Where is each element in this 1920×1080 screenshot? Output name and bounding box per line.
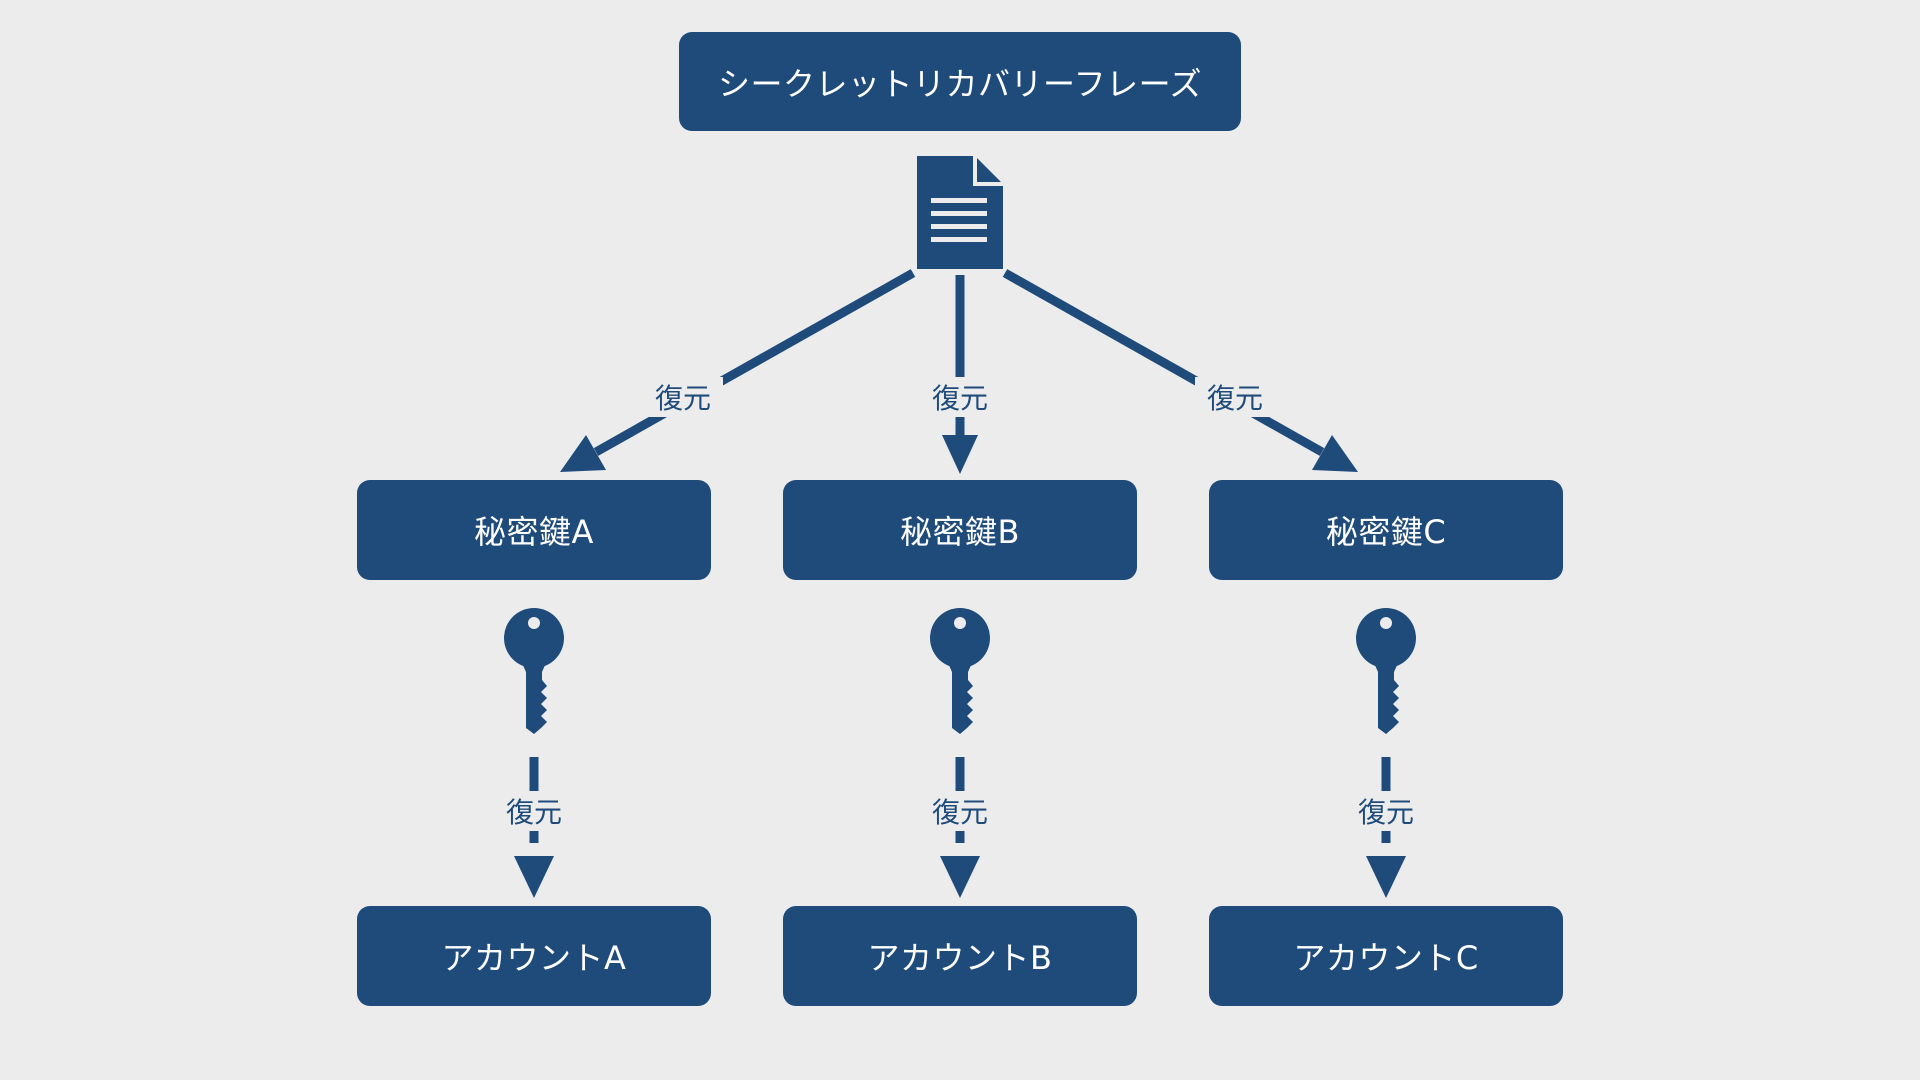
root-node: シークレットリカバリーフレーズ xyxy=(679,32,1241,131)
edge-root-to-key-a xyxy=(593,269,916,456)
private-key-b-node: 秘密鍵B xyxy=(783,480,1137,580)
arrowhead-key-a xyxy=(560,435,606,472)
arrowhead-account-a xyxy=(514,856,554,898)
account-c-label: アカウントC xyxy=(1293,939,1479,977)
account-b-label: アカウントB xyxy=(867,939,1053,977)
edge-label-root-key-b: 復元 xyxy=(920,377,1000,417)
arrowhead-account-c xyxy=(1366,856,1406,898)
account-a-node: アカウントA xyxy=(357,906,711,1006)
account-c-node: アカウントC xyxy=(1209,906,1563,1006)
private-key-a-label: 秘密鍵A xyxy=(474,513,594,551)
account-a-label: アカウントA xyxy=(441,939,627,977)
document-icon xyxy=(917,156,1003,269)
key-icon xyxy=(504,608,564,734)
private-key-b-label: 秘密鍵B xyxy=(900,513,1020,551)
edge-label-key-c-account-c: 復元 xyxy=(1346,791,1426,831)
edge-label-key-a-account-a: 復元 xyxy=(494,791,574,831)
private-key-a-node: 秘密鍵A xyxy=(357,480,711,580)
arrowhead-account-b xyxy=(940,856,980,898)
edge-label-root-key-c: 復元 xyxy=(1195,377,1275,417)
edge-label-key-b-account-b: 復元 xyxy=(920,791,1000,831)
edge-root-to-key-c xyxy=(1002,269,1325,456)
edge-label-root-key-a: 復元 xyxy=(643,377,723,417)
private-key-c-label: 秘密鍵C xyxy=(1325,513,1447,551)
arrowhead-key-b xyxy=(942,435,978,474)
arrowhead-key-c xyxy=(1312,435,1358,472)
key-icon xyxy=(930,608,990,734)
root-node-label: シークレットリカバリーフレーズ xyxy=(718,64,1202,103)
key-icon xyxy=(1356,608,1416,734)
account-b-node: アカウントB xyxy=(783,906,1137,1006)
private-key-c-node: 秘密鍵C xyxy=(1209,480,1563,580)
